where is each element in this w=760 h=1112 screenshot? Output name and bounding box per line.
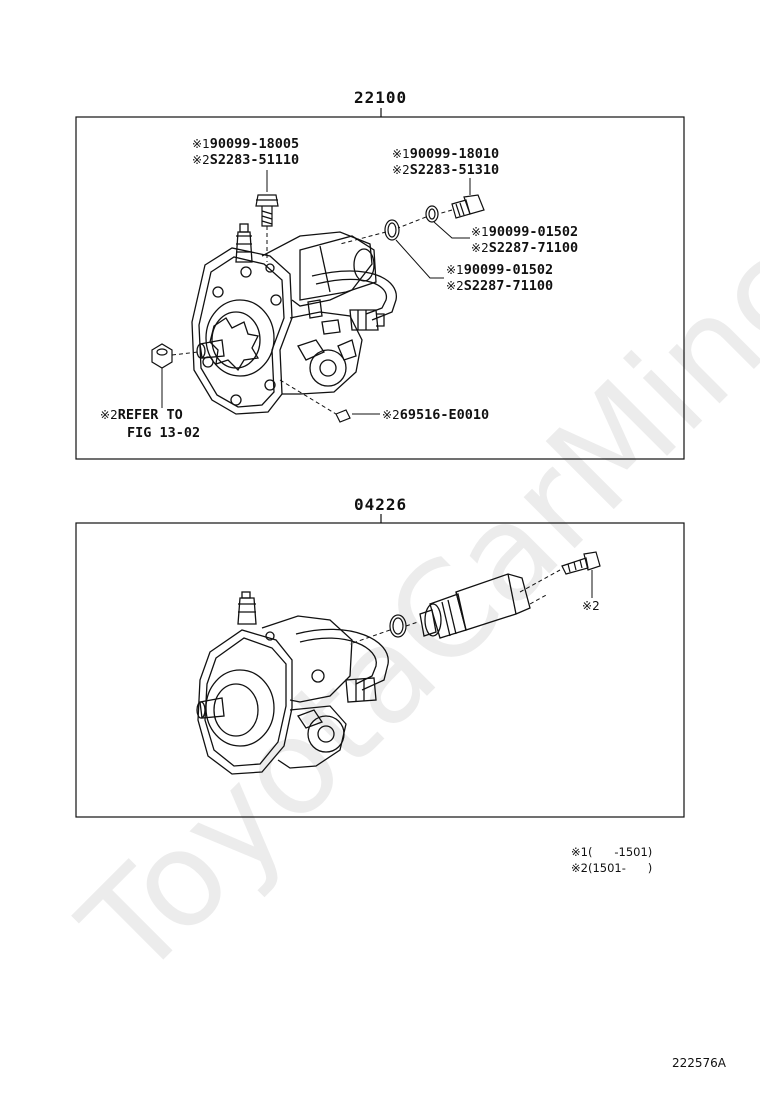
- part-callout-washer-small-2[interactable]: ※2S2287-71100: [471, 240, 579, 256]
- frame-bottom: [75, 522, 685, 818]
- mark-symbol: ※: [582, 599, 593, 613]
- mark-symbol: ※: [571, 861, 581, 875]
- group-number-bottom: 04226: [354, 495, 408, 514]
- fuel-pump-bottom: [196, 591, 389, 775]
- legend-row-2: ※2(1501- ): [571, 861, 653, 875]
- part-callout-key[interactable]: ※269516-E0010: [382, 407, 490, 423]
- valve-bolt-drawing: [561, 551, 601, 575]
- washer-large-drawing: [384, 219, 400, 241]
- mark-symbol: ※: [571, 845, 581, 859]
- bolt-b-drawing: [451, 194, 485, 219]
- part-callout-washer-large-1[interactable]: ※190099-01502: [446, 262, 554, 278]
- part-callout-washer-large-2[interactable]: ※2S2287-71100: [446, 278, 554, 294]
- fuel-pump-top: [191, 223, 397, 415]
- mark-symbol: ※: [471, 241, 482, 255]
- bolt-a-drawing: [255, 194, 279, 227]
- part-callout-washer-small-1[interactable]: ※190099-01502: [471, 224, 579, 240]
- part-callout-bolt-b-1[interactable]: ※190099-18010: [392, 146, 500, 162]
- part-callout-bolt-a-2[interactable]: ※2S2283-51110: [192, 152, 300, 168]
- mark-symbol: ※: [392, 163, 403, 177]
- diagram-id: 222576A: [672, 1056, 727, 1070]
- mark-symbol: ※: [100, 408, 111, 422]
- part-callout-refer[interactable]: ※2REFER TO: [100, 407, 183, 423]
- mark-symbol: ※: [446, 279, 457, 293]
- mark-symbol: ※: [382, 408, 393, 422]
- suction-control-valve-drawing: [419, 573, 531, 639]
- legend-row-1: ※1( -1501): [571, 845, 653, 859]
- group-number-top: 22100: [354, 88, 408, 107]
- part-callout-valve-bolt[interactable]: ※2: [582, 599, 600, 613]
- nut-drawing: [151, 343, 173, 369]
- mark-symbol: ※: [192, 153, 203, 167]
- mark-symbol: ※: [192, 137, 203, 151]
- part-callout-bolt-a-1[interactable]: ※190099-18005: [192, 136, 300, 152]
- key-drawing: [335, 409, 351, 423]
- mark-symbol: ※: [471, 225, 482, 239]
- mark-symbol: ※: [392, 147, 403, 161]
- part-callout-bolt-b-2[interactable]: ※2S2283-51310: [392, 162, 500, 178]
- frame-top: [75, 116, 685, 460]
- mark-symbol: ※: [446, 263, 457, 277]
- part-callout-refer-fig[interactable]: FIG 13-02: [127, 425, 201, 441]
